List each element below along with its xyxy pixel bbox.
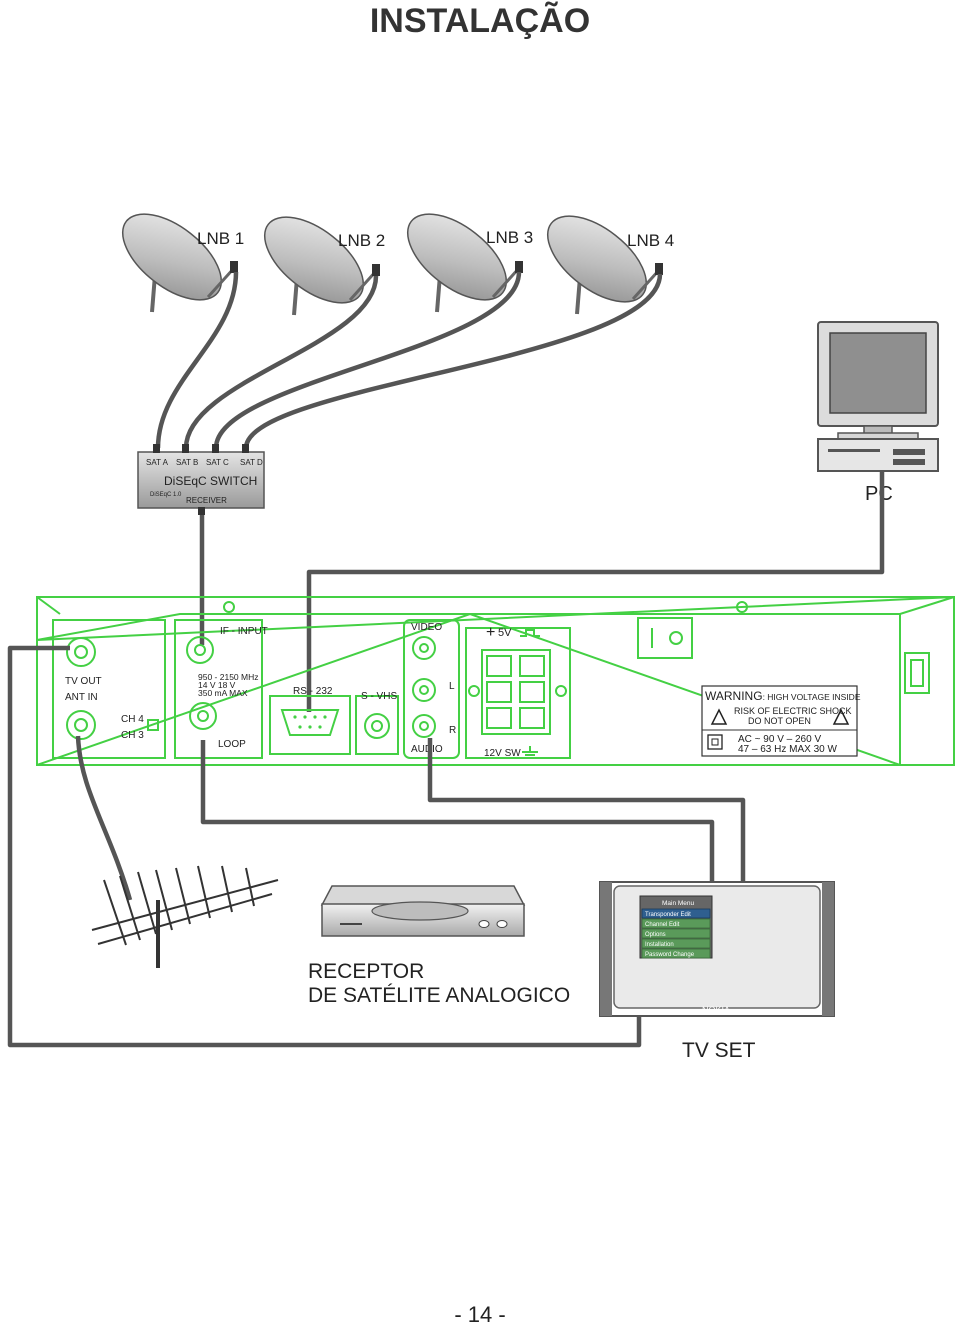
dish-3	[406, 213, 523, 313]
ant-in-label: ANT IN	[65, 692, 98, 703]
receiver-rear-panel	[36, 596, 955, 766]
antenna-cable	[75, 735, 133, 901]
plus-sign: +	[486, 624, 495, 641]
lnb-3-label: LNB 3	[486, 228, 533, 247]
audio-r-label: R	[449, 725, 456, 736]
tv-menu-title: Main Menu	[662, 900, 695, 907]
ch3-label: CH 3	[121, 730, 144, 741]
warning-detail: : HIGH VOLTAGE INSIDE	[763, 692, 861, 702]
page-title: INSTALAÇÃO	[369, 2, 591, 40]
dish-2	[263, 216, 380, 316]
warning-word: WARNING	[705, 689, 763, 703]
terrestrial-antenna	[91, 865, 279, 968]
warning-title: WARNING: HIGH VOLTAGE INSIDE	[705, 689, 861, 703]
receptor-line-1: RECEPTOR	[308, 960, 424, 983]
tv-brand: NOKIA	[702, 1005, 730, 1015]
diseqc-port-c: SAT C	[206, 458, 229, 467]
svhs-label: S - VHS	[361, 691, 397, 702]
tv-menu-item-3: Options	[645, 932, 666, 938]
diseqc-version: DiSEqC 1.0	[150, 492, 182, 498]
pc-label: PC	[865, 483, 893, 505]
lnb-2-label: LNB 2	[338, 231, 385, 250]
voltage-label: 14 V 18 V	[198, 680, 236, 690]
audio-label: AUDIO	[411, 744, 443, 755]
diseqc-name: DiSEqC SWITCH	[164, 474, 257, 488]
tv-menu-item-1: Transponder Edit	[645, 912, 691, 918]
tv-out-label: TV OUT	[65, 676, 102, 687]
current-label: 350 mA MAX	[198, 688, 248, 698]
rs232-cable	[306, 472, 885, 712]
rs232-label: RS - 232	[293, 686, 333, 697]
risk-line-1: RISK OF ELECTRIC SHOCK	[734, 706, 852, 716]
tv-set	[599, 881, 835, 1017]
tv-menu-item-4: Installation	[645, 942, 674, 948]
analog-receiver	[320, 885, 526, 937]
if-input-label: IF - INPUT	[220, 626, 268, 637]
video-label: VIDEO	[411, 622, 442, 633]
page-number: - 14 -	[454, 1302, 506, 1327]
tv-out-cable	[7, 645, 642, 1048]
freq-label: 950 - 2150 MHz	[198, 672, 258, 682]
diseqc-port-b: SAT B	[176, 458, 198, 467]
twelve-v-label: 12V SW	[484, 748, 521, 759]
diseqc-port-d: SAT D	[240, 458, 263, 467]
tv-menu-item-5: Password Change	[645, 952, 695, 958]
risk-line-2: DO NOT OPEN	[748, 716, 811, 726]
audio-l-label: L	[449, 681, 455, 692]
lnb-4-label: LNB 4	[627, 231, 674, 250]
pc-computer	[817, 321, 939, 472]
tv-set-label: TV SET	[682, 1039, 756, 1062]
dish-1	[121, 213, 238, 313]
diseqc-port-a: SAT A	[146, 458, 169, 467]
diseqc-receiver-label: RECEIVER	[186, 496, 227, 505]
loop-label: LOOP	[218, 739, 246, 750]
ch4-label: CH 4	[121, 714, 144, 725]
loop-cable	[200, 740, 715, 883]
diseqc-switch	[137, 444, 265, 515]
hz-label: 47 – 63 Hz MAX 30 W	[738, 744, 837, 755]
five-v-label: 5V	[498, 627, 512, 639]
tv-menu-item-2: Channel Edit	[645, 922, 680, 928]
receptor-line-2: DE SATÉLITE ANALOGICO	[308, 984, 570, 1007]
lnb-1-label: LNB 1	[197, 229, 244, 248]
ac-voltage-label: AC ~ 90 V – 260 V	[738, 734, 821, 745]
lnb-cables	[155, 271, 663, 449]
audio-cable	[427, 738, 746, 883]
dish-4	[546, 215, 663, 315]
